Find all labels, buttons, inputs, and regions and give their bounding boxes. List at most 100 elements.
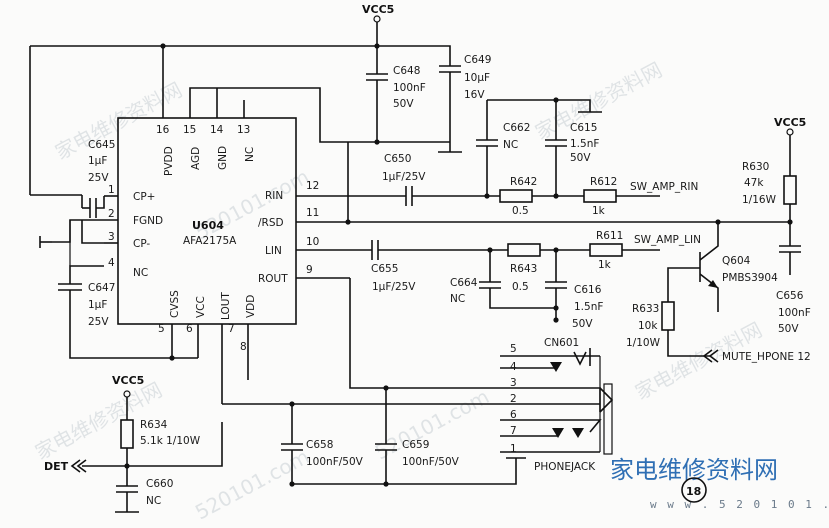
c664-ref: C664 (450, 277, 478, 289)
c647-rating: 25V (88, 316, 109, 328)
c656-ref: C656 (776, 290, 804, 302)
pin-name: PVDD (163, 146, 175, 176)
page-number-circle (681, 477, 707, 503)
c647-value: 1μF (88, 299, 107, 311)
r612-value: 1k (592, 205, 606, 217)
c660-ref: C660 (146, 478, 173, 490)
r634-ref: R634 (140, 419, 168, 431)
c650-ref: C650 (384, 153, 411, 165)
r630-ref: R630 (742, 161, 769, 173)
pin-num: 10 (306, 236, 319, 248)
ic-right-pins: 12 11 10 9 RIN /RSD LIN ROUT (258, 180, 792, 285)
c648-rating: 50V (393, 98, 414, 110)
r642-value: 0.5 (512, 205, 529, 217)
cn-pin: 5 (510, 343, 517, 355)
cn-pin: 1 (510, 443, 517, 455)
det-section: VCC5 R634 5.1k 1/10W C660 NC DET (44, 374, 223, 513)
pin-name: /RSD (258, 217, 284, 229)
c656-rating: 50V (778, 323, 799, 335)
lin-chain: C655 1μF/25V C664 NC R643 0.5 C616 1.5nF… (371, 230, 701, 330)
c615-ref: C615 (570, 122, 597, 134)
c645-ref: C645 (88, 139, 115, 151)
c659-value: 100nF/50V (402, 456, 460, 468)
c655-value: 1μF/25V (372, 281, 416, 293)
c656-value: 100nF (778, 307, 811, 319)
vcc-label: VCC5 (362, 3, 394, 16)
r633-ref: R633 (632, 303, 659, 315)
c655-ref: C655 (371, 263, 398, 275)
c662-value: NC (503, 139, 518, 151)
pin-num: 3 (108, 231, 115, 243)
pin-num: 4 (108, 257, 115, 269)
logo-url: w w w . 5 2 0 1 0 1 . c o m (650, 498, 829, 511)
cn601-ref: CN601 (544, 337, 579, 349)
r630-rating: 1/16W (742, 194, 777, 206)
c648-value: 100nF (393, 82, 426, 94)
ic-body (117, 117, 297, 325)
pin-name: VCC (195, 296, 207, 318)
cn-pin: 2 (510, 393, 517, 405)
pin-num: 15 (183, 124, 196, 136)
ic-left-pins: 1 2 3 4 CP+ FGND CP- NC (82, 184, 163, 279)
watermark-text: 家电维修资料网 (531, 57, 666, 144)
pin-num: 14 (210, 124, 224, 136)
page-number: 18 (686, 485, 701, 498)
r634-value: 5.1k 1/10W (140, 435, 201, 447)
pin-name: CP- (133, 238, 150, 250)
pin-num: 16 (156, 124, 170, 136)
q604-part: PMBS3904 (722, 272, 778, 284)
c616-ref: C616 (574, 284, 602, 296)
cn-pin: 4 (510, 361, 517, 373)
pin-name: CVSS (169, 290, 181, 318)
c649-value: 10μF (464, 72, 490, 84)
vcc-label: VCC5 (774, 116, 806, 129)
r630-value: 47k (744, 177, 764, 189)
rin-chain: C650 1μF/25V R642 0.5 R612 1k C662 NC C6… (345, 97, 698, 225)
c615-value: 1.5nF (570, 138, 599, 150)
vcc-label: VCC5 (112, 374, 144, 387)
pin-name: NC (133, 267, 148, 279)
r612-ref: R612 (590, 176, 617, 188)
pin-num: 5 (158, 323, 165, 335)
c650-value: 1μF/25V (382, 171, 426, 183)
c664-value: NC (450, 293, 465, 305)
r643-value: 0.5 (512, 281, 529, 293)
c648-ref: C648 (393, 65, 420, 77)
c660-value: NC (146, 495, 161, 507)
c615-rating: 50V (570, 152, 591, 164)
r642-ref: R642 (510, 176, 537, 188)
r633-value: 10k (638, 320, 658, 332)
c659-ref: C659 (402, 439, 429, 451)
pin-num: 8 (240, 341, 247, 353)
watermark-text: 520101.com (371, 384, 493, 464)
pin-num: 1 (108, 184, 115, 196)
charge-pump-section: C645 1μF 25V C647 1μF 25V (39, 139, 198, 361)
pin-name: LOUT (220, 292, 232, 320)
pin-num: 7 (228, 323, 235, 335)
r633-rating: 1/10W (626, 337, 661, 349)
logo-text: 家电维修资料网 (610, 456, 778, 484)
vcc-top-rail: VCC5 C648 100nF 50V C649 10μF 16V (29, 3, 491, 196)
c662-ref: C662 (503, 122, 530, 134)
ic-bottom-pins: 5 6 7 8 CVSS VCC LOUT VDD (158, 290, 257, 404)
pin-num: 13 (237, 124, 250, 136)
r643-ref: R643 (510, 263, 537, 275)
cn-pin: 3 (510, 377, 517, 389)
pin-name: VDD (245, 295, 257, 318)
output-section: 5 4 3 2 6 7 1 CN601 PHONEJACK C658 100nF… (222, 278, 614, 487)
pin-name: LIN (265, 245, 282, 257)
c616-rating: 50V (572, 318, 593, 330)
sw-amp-lin-label: SW_AMP_LIN (634, 234, 701, 246)
pin-num: 12 (306, 180, 319, 192)
c658-ref: C658 (306, 439, 333, 451)
ic-ref: U604 (192, 219, 224, 232)
watermark-text: 520101.com (191, 164, 313, 244)
cn-pin: 6 (510, 409, 517, 421)
pin-num: 6 (186, 323, 193, 335)
q604-ref: Q604 (722, 255, 751, 267)
pin-num: 2 (108, 208, 115, 220)
pin-name: FGND (133, 215, 163, 227)
c649-ref: C649 (464, 54, 491, 66)
